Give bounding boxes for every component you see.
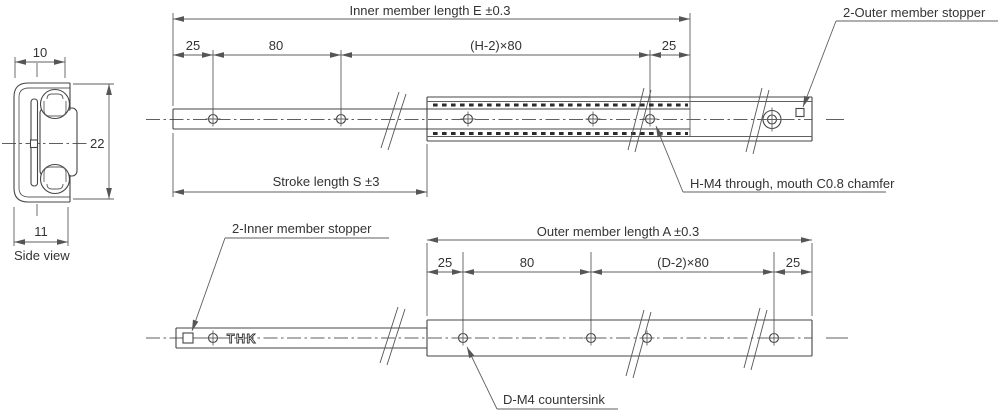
top-extension-lines (172, 13, 691, 197)
dim-pitch-label-bottom: (D-2)×80 (657, 255, 709, 270)
dm4-label: D-M4 countersink (503, 392, 605, 407)
break-mark-outer-2 (745, 87, 770, 155)
outer-stopper-leader (802, 20, 837, 108)
outer-member-body (426, 319, 813, 357)
inner-member-stopper (182, 332, 194, 344)
dim-inner-length-label: Inner member length E ±0.3 (349, 3, 510, 18)
outer-member-countersunk-hole (760, 107, 784, 132)
dim-25-right-label: 25 (662, 38, 676, 53)
dim-10-label: 10 (33, 45, 47, 60)
dim-80-label: 80 (269, 38, 283, 53)
bottom-holes (205, 330, 782, 346)
web-slot (29, 139, 39, 149)
outer-member-stopper (795, 107, 805, 118)
hm4-leader (655, 125, 684, 193)
break-mark-outer-rear-2 (743, 307, 768, 371)
side-view: 10 22 11 Side view (2, 45, 114, 263)
dim-pitch-label: (H-2)×80 (470, 38, 522, 53)
dim-10-extension-lines (14, 57, 66, 78)
dm4-leader (466, 346, 498, 410)
bottom-extension-lines (426, 243, 813, 333)
ball-bottom-retainer-clip (46, 183, 64, 190)
hm4-label: H-M4 through, mouth C0.8 chamfer (690, 176, 895, 191)
thk-logo: THK (227, 332, 257, 346)
dim-25-right-label-bottom: 25 (786, 255, 800, 270)
dim-22-label: 22 (90, 136, 104, 151)
ball-top-retainer-cup (43, 101, 67, 117)
dim-11-label: 11 (34, 224, 48, 239)
inner-member-bar (172, 108, 690, 130)
break-mark-inner-bar-rear (379, 306, 406, 366)
outer-member-section-thickness (18, 87, 70, 198)
inner-member-holes (205, 111, 658, 127)
dim-outer-length-label: Outer member length A ±0.3 (537, 224, 700, 239)
outer-member-section-outline (13, 82, 70, 203)
dim-80-label-bottom: 80 (520, 255, 534, 270)
outer-member-inner-walls (427, 101, 812, 137)
outer-member-walls (426, 96, 813, 142)
dim-25-left-label-bottom: 25 (438, 255, 452, 270)
inner-member-drawing: Inner member length E ±0.3 25 80 (H-2)×8… (146, 3, 998, 197)
inner-stopper-label: 2-Inner member stopper (232, 221, 372, 236)
outer-member-drawing: THK Outer member length A ±0.3 25 80 (D-… (146, 221, 848, 410)
side-view-caption: Side view (14, 248, 70, 263)
break-mark-inner-bar (380, 91, 407, 151)
dim-stroke-label: Stroke length S ±3 (273, 174, 380, 189)
ball-bottom-retainer-cup (43, 166, 67, 182)
break-mark-outer-rear-1 (625, 309, 652, 379)
outer-stopper-label: 2-Outer member stopper (843, 5, 986, 20)
dim-25-left-label: 25 (186, 38, 200, 53)
inner-stopper-leader (191, 237, 226, 332)
break-mark-outer-1 (627, 87, 652, 153)
ball-top-retainer-clip (46, 93, 64, 100)
